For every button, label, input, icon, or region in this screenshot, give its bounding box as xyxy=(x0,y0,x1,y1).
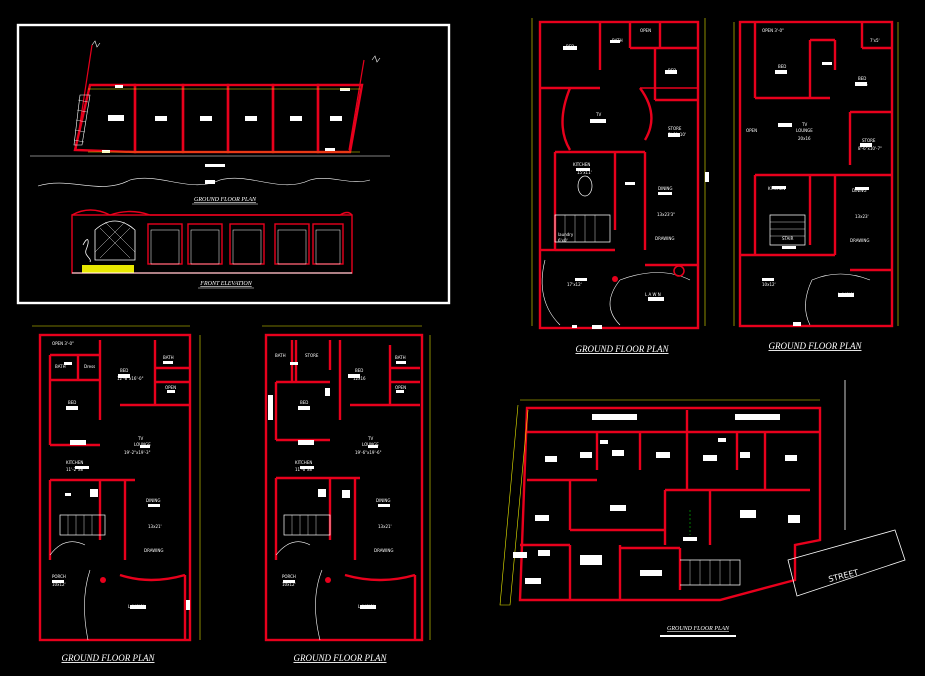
plan-caption-b: GROUND FLOOR PLAN xyxy=(768,341,862,351)
room-label: KITCHEN xyxy=(768,186,785,191)
room-label: KITCHEN xyxy=(295,460,312,465)
room-label: TV xyxy=(801,122,807,127)
room-label: DRAWING xyxy=(655,236,674,241)
room-label: KITCHEN xyxy=(66,460,83,465)
room-label: BATH xyxy=(395,355,406,360)
room-dim: 12x16 xyxy=(855,82,868,87)
room-label: L A W N xyxy=(838,292,854,297)
floor-plan-e: STREET GROUND FLOOR PLAN xyxy=(499,380,906,637)
room-label: OPEN 3'-0" xyxy=(762,28,784,33)
plan-caption-d: GROUND FLOOR PLAN xyxy=(293,653,387,663)
room-label: BED xyxy=(858,76,866,81)
room-label: PORCH xyxy=(52,574,66,579)
room-label: TV xyxy=(595,112,601,117)
room-label: BED xyxy=(668,68,676,73)
room-label: STORE xyxy=(305,353,319,358)
room-label: BATH xyxy=(612,38,623,43)
room-label: BED xyxy=(120,368,128,373)
room-label: DINING xyxy=(658,186,673,191)
room-label: KITCHEN xyxy=(573,162,590,167)
room-label: PORCH xyxy=(282,574,296,579)
room-label: LOUNGE xyxy=(796,128,813,133)
room-label: STORE xyxy=(862,138,876,143)
room-dim: 13x21' xyxy=(148,524,162,529)
room-dim: 10x12' xyxy=(52,582,66,587)
room-label: BATH xyxy=(275,353,286,358)
room-dim: 8'-6"x10'-7" xyxy=(858,146,882,151)
floor-plan-c: OPEN 3'-0" BATH Dress BED 12'-8"x16'-0" … xyxy=(32,325,201,663)
plan-caption-a: GROUND FLOOR PLAN xyxy=(575,344,669,354)
room-label: L A W N xyxy=(645,292,661,297)
room-label: L A W N xyxy=(128,604,144,609)
room-label: DRAWING xyxy=(144,548,163,553)
room-label: BED xyxy=(68,400,76,405)
room-dim: 15'x11' xyxy=(577,170,592,175)
room-dim: 11'-6"x8' xyxy=(295,467,313,472)
room-label: L A W N xyxy=(358,604,374,609)
room-label: LOUNGE xyxy=(362,442,379,447)
room-label: BED xyxy=(300,400,308,405)
room-dim: 11'-2"x8' xyxy=(66,467,84,472)
floor-plan-d: BATH STORE BED 12x16 BATH OPEN BED TV LO… xyxy=(262,325,431,663)
room-label: BATH xyxy=(163,355,174,360)
room-label: BED xyxy=(355,368,363,373)
room-dim: 12'-8"x16'-0" xyxy=(117,376,144,381)
room-dim: 8'-0"x10' xyxy=(668,132,686,137)
room-dim: 19'-2"x19'-3" xyxy=(124,450,151,455)
room-dim: 13x23'3" xyxy=(657,212,675,217)
room-label: Dress xyxy=(84,364,95,369)
room-dim: 13x23' xyxy=(855,214,869,219)
room-dim: 19'-6"x19'-6" xyxy=(355,450,382,455)
room-label: DINING xyxy=(852,188,867,193)
room-dim: 20x16 xyxy=(798,136,811,141)
room-label: laundry xyxy=(558,232,574,237)
room-dim: 13x21' xyxy=(378,524,392,529)
room-dim: 10x12' xyxy=(282,582,296,587)
room-dim: 6'x0' xyxy=(558,238,568,243)
plan-caption-e: GROUND FLOOR PLAN xyxy=(667,626,730,632)
room-label: OPEN xyxy=(640,28,651,33)
room-dim: 10x12' xyxy=(762,282,776,287)
floor-plan-b: OPEN 3'-0" 7'x5' BED BED 12x16 TV LOUNGE… xyxy=(733,20,899,351)
svg-text:STREET: STREET xyxy=(828,568,860,584)
front-elevation: FRONT ELEVATION xyxy=(71,209,353,289)
room-label: DRAWING xyxy=(850,238,869,243)
room-dim: 7'x5' xyxy=(870,38,880,43)
room-label: DINING xyxy=(376,498,391,503)
room-label: OPEN 3'-0" xyxy=(52,341,74,346)
room-dim: 12x16 xyxy=(353,376,366,381)
room-label: DINING xyxy=(146,498,161,503)
plan-caption-c: GROUND FLOOR PLAN xyxy=(61,653,155,663)
room-label: STAIR xyxy=(782,236,794,241)
floor-plan-a: BED BATH OPEN BED TV STORE 8'-0"x10' KIT… xyxy=(531,18,709,354)
room-label: BATH xyxy=(55,364,66,369)
room-label: OPEN xyxy=(165,385,176,390)
room-label: TV xyxy=(367,436,373,441)
shop-plan-panel: GROUND FLOOR PLAN FRONT ELEV xyxy=(16,23,451,305)
street-label: STREET xyxy=(787,529,906,597)
room-label: TV xyxy=(137,436,143,441)
room-label: BED xyxy=(778,64,786,69)
room-label: OPEN xyxy=(746,128,757,133)
room-dim: 17'x12' xyxy=(567,282,582,287)
plan-caption-top: GROUND FLOOR PLAN xyxy=(194,197,257,203)
room-label: DRAWING xyxy=(374,548,393,553)
room-label: BED xyxy=(566,44,574,49)
room-label: OPEN xyxy=(395,385,406,390)
elevation-caption: FRONT ELEVATION xyxy=(199,281,252,287)
room-label: STORE xyxy=(668,126,682,131)
room-label: LOUNGE xyxy=(134,442,151,447)
